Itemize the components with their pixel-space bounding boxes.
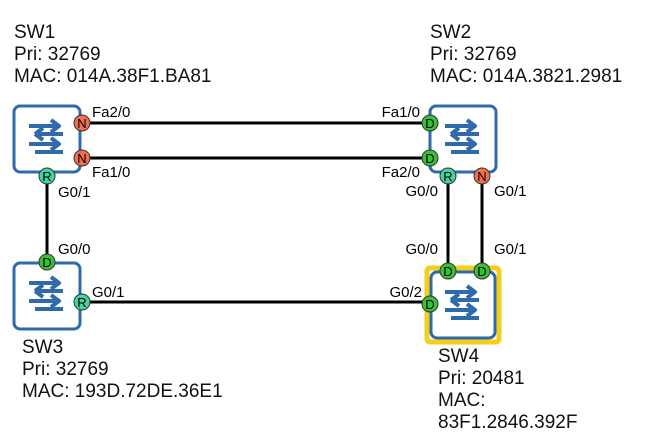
switch-priority: Pri: 32769 [14,44,101,65]
switch-sw3[interactable] [12,261,82,331]
switch-name: SW3 [22,337,64,358]
port-role-letter: D [443,264,452,279]
switch-arrows-icon [445,118,479,154]
switch-info-sw4: SW4 Pri: 20481 MAC: 83F1.2846.392F [438,346,577,434]
links [45,121,484,304]
switch-box [429,270,497,340]
port-role-letter: R [443,169,452,184]
port-sw4-g0-0[interactable]: D G0/0 [405,241,457,280]
port-role-letter: D [425,116,434,131]
switch-mac: MAC: 193D.72DE.36E1 [22,381,223,402]
port-role-letter: N [77,116,86,131]
port-role-letter: N [77,151,86,166]
switch-box [12,261,82,331]
switch-mac: MAC: 014A.3821.2981 [430,66,623,87]
port-sw1-fa2-0[interactable]: N Fa2/0 [73,104,130,132]
port-role-dot [473,262,491,280]
port-label: G0/1 [494,241,527,258]
ports: N Fa2/0 N Fa1/0 R G0/1 D Fa1/0 D Fa2/0 [38,104,527,313]
port-sw2-fa1-0[interactable]: D Fa1/0 [382,104,439,132]
port-sw2-g0-0[interactable]: R G0/0 [405,167,457,200]
switch-sw2[interactable] [428,104,498,174]
port-role-dot [439,167,457,185]
switch-name: SW1 [14,22,56,43]
switch-name: SW2 [430,22,472,43]
switch-info-sw2: SW2 Pri: 32769 MAC: 014A.3821.2981 [430,22,622,88]
port-label: G0/0 [405,241,438,258]
port-sw2-fa2-0[interactable]: D Fa2/0 [382,149,439,181]
switch-priority: Pri: 32769 [430,44,517,65]
port-role-dot [73,293,91,311]
port-sw3-g0-1[interactable]: R G0/1 [73,284,125,311]
switch-box [428,104,498,174]
port-sw1-g0-1[interactable]: R G0/1 [38,167,91,201]
switch-arrows-icon [29,118,63,154]
port-role-letter: R [77,295,86,310]
port-role-dot [73,149,91,167]
port-label: Fa2/0 [382,164,420,181]
switch-name: SW4 [438,346,480,367]
switch-arrows-icon [29,275,63,311]
port-sw2-g0-1[interactable]: N G0/1 [473,167,527,200]
port-label: G0/1 [58,184,91,201]
port-role-letter: D [42,255,51,270]
port-role-letter: R [42,169,51,184]
port-role-letter: D [477,264,486,279]
port-role-dot [38,167,56,185]
port-label: Fa1/0 [382,104,420,121]
switch-priority: Pri: 20481 [438,368,525,389]
switch-info-sw1: SW1 Pri: 32769 MAC: 014A.38F1.BA81 [14,22,212,88]
switch-arrows-icon [445,284,479,320]
port-role-dot [439,262,457,280]
port-role-dot [73,114,91,132]
port-role-dot [421,114,439,132]
switch-priority: Pri: 32769 [22,359,109,380]
port-label: G0/0 [405,183,438,200]
switch-sw1[interactable] [12,104,82,174]
port-label: Fa2/0 [92,104,130,121]
port-role-letter: D [425,297,434,312]
switch-sw4[interactable] [429,270,497,340]
port-label: Fa1/0 [92,164,130,181]
port-role-dot [421,149,439,167]
port-label: G0/2 [389,284,422,301]
switch-mac: MAC: 014A.38F1.BA81 [14,66,212,87]
port-sw4-g0-1[interactable]: D G0/1 [473,241,527,280]
switch-mac: MAC: [438,390,486,411]
port-label: G0/1 [494,183,527,200]
port-label: G0/0 [58,241,91,258]
switch-box [12,104,82,174]
port-sw1-fa1-0[interactable]: N Fa1/0 [73,149,130,181]
port-label: G0/1 [92,284,125,301]
port-sw4-g0-2[interactable]: D G0/2 [389,284,439,313]
port-role-letter: N [477,169,486,184]
port-role-dot [421,295,439,313]
switch-mac-value: 83F1.2846.392F [438,412,578,433]
port-role-letter: D [425,151,434,166]
port-role-dot [473,167,491,185]
port-role-dot [38,253,56,271]
port-sw3-g0-0[interactable]: D G0/0 [38,241,91,271]
switch-info-sw3: SW3 Pri: 32769 MAC: 193D.72DE.36E1 [22,337,223,403]
